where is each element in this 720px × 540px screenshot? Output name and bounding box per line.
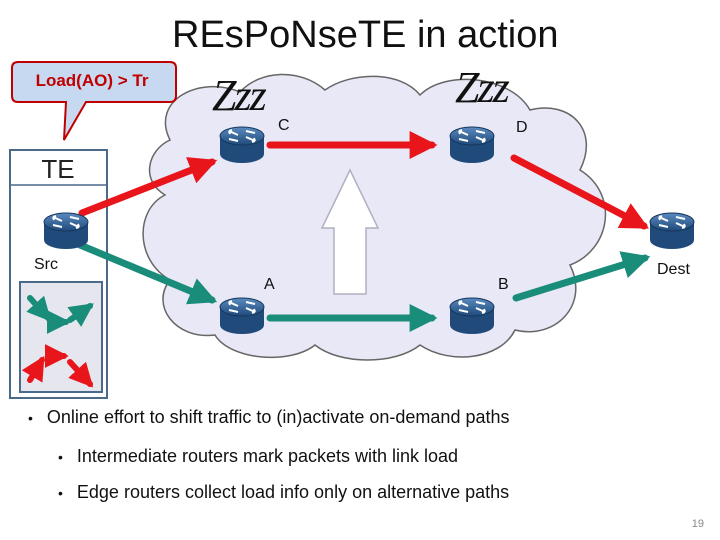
callout-bubble bbox=[11, 61, 177, 141]
router-a bbox=[219, 297, 265, 335]
router-label-dest: Dest bbox=[657, 261, 690, 278]
router-src bbox=[43, 212, 89, 250]
sleep-label-c: Zzz bbox=[212, 71, 267, 120]
router-d bbox=[449, 126, 495, 164]
traffic-shift-arrow bbox=[320, 168, 380, 295]
bullet-marker: • bbox=[58, 449, 63, 465]
router-label-a: A bbox=[264, 276, 275, 293]
on-demand-path-icon bbox=[21, 344, 94, 388]
sleep-label-d: Zzz bbox=[455, 63, 510, 112]
bullet-item: • Edge routers collect load info only on … bbox=[58, 482, 509, 503]
te-label: TE bbox=[41, 154, 74, 184]
router-b bbox=[449, 297, 495, 335]
router-label-d: D bbox=[516, 119, 528, 136]
router-dest bbox=[649, 212, 695, 250]
bullet-text: Edge routers collect load info only on a… bbox=[76, 482, 510, 502]
always-on-path-icon bbox=[26, 295, 94, 334]
bullet-marker: • bbox=[28, 410, 33, 426]
router-label-b: B bbox=[498, 276, 509, 293]
bullet-text: Online effort to shift traffic to (in)ac… bbox=[46, 407, 510, 427]
bullet-text: Intermediate routers mark packets with l… bbox=[76, 446, 459, 466]
bullet-item: • Online effort to shift traffic to (in)a… bbox=[28, 407, 509, 428]
slide-title: REsPoNseTE in action bbox=[172, 14, 559, 56]
router-c bbox=[219, 126, 265, 164]
bullet-item: • Intermediate routers mark packets with … bbox=[58, 446, 458, 467]
bullet-marker: • bbox=[58, 485, 63, 501]
router-label-c: C bbox=[278, 117, 290, 134]
always-on-path bbox=[76, 241, 651, 332]
on-demand-path bbox=[78, 131, 649, 230]
callout-text: Load(AO) > Tr bbox=[35, 71, 149, 90]
page-number: 19 bbox=[691, 518, 704, 530]
te-panel bbox=[9, 149, 108, 399]
router-label-src: Src bbox=[34, 256, 58, 273]
